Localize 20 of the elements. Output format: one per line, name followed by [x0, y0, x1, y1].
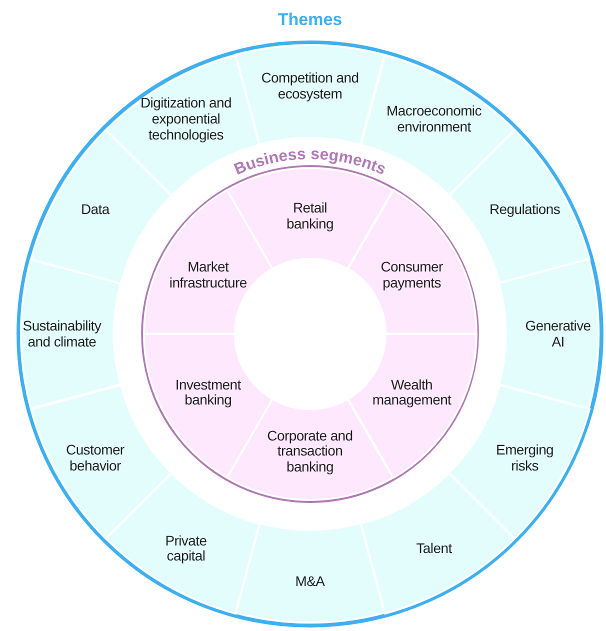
ring-title: Business segments [232, 146, 388, 179]
segment-label: Market infrastructure [168, 260, 248, 291]
ring-title: Themes [278, 10, 342, 30]
segment-label: Generative AI [524, 318, 592, 350]
segment-label: Sustainability and climate [22, 318, 102, 350]
segment-label: Digitization and exponential technologies [140, 96, 232, 143]
segment-label: Customer behavior [65, 442, 126, 474]
segment-label: Consumer payments [380, 260, 444, 291]
segment-label: Macroeconomic environment [386, 104, 482, 135]
segment-label: Data [80, 202, 111, 218]
segment-label: Investment banking [174, 377, 242, 408]
segment-label: Wealth management [371, 377, 452, 408]
segment-label: Talent [415, 540, 453, 557]
segment-label: Retail banking [286, 200, 334, 232]
segment-label: Emerging risks [495, 442, 555, 474]
segment-label: M&A [294, 574, 326, 590]
segment-label: Regulations [488, 202, 562, 218]
segment-label: Competition and ecosystem [260, 70, 360, 102]
segment-label: Corporate and transaction banking [266, 428, 354, 476]
segment-label: Private capital [164, 533, 208, 564]
